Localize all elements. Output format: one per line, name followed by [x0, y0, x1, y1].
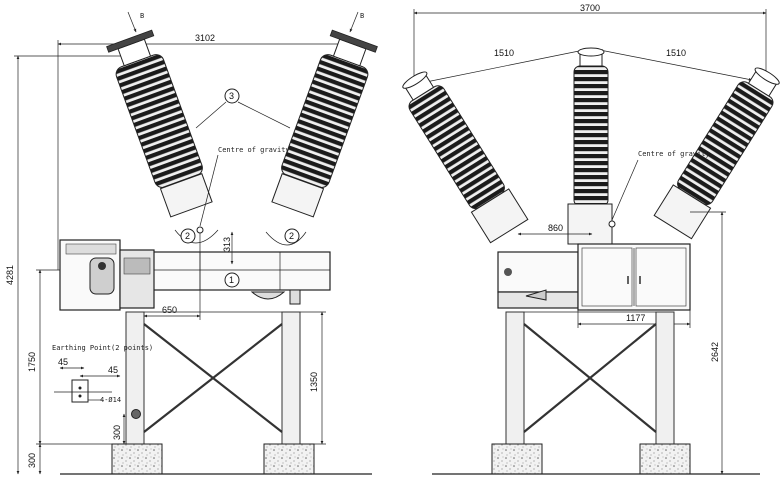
- part-balloon-1: 1: [224, 272, 240, 288]
- part-balloon-2a: 2: [180, 228, 196, 244]
- dim-label-45a: 45: [58, 357, 68, 367]
- drive-unit-left: [250, 289, 301, 305]
- centre-of-gravity-right: Centre of gravity: [608, 150, 710, 228]
- part-label-1: 1: [229, 275, 234, 285]
- bushing-right-left: [402, 71, 529, 244]
- dimension-4281: 4281: [5, 55, 138, 475]
- dim-label-45b: 45: [108, 365, 118, 375]
- right-view: 3700 1510 1510: [402, 3, 780, 475]
- dim-label-1750: 1750: [27, 352, 37, 372]
- dim-label-313: 313: [222, 237, 232, 252]
- dim-label-860: 860: [548, 223, 563, 233]
- tank-right: [497, 251, 579, 309]
- part-label-2b: 2: [289, 231, 294, 241]
- view-label-b-right-top: B: [360, 12, 364, 20]
- view-label-b-left: B: [140, 12, 144, 20]
- foundation-left-2: [263, 443, 315, 475]
- bushing-right-right: [653, 67, 780, 240]
- dim-label-1510-right: 1510: [666, 48, 686, 58]
- view-arrow-b-left: B: [127, 11, 144, 33]
- left-view: B B 3102 4281 1750 300: [5, 11, 378, 475]
- dimension-3700: 3700: [413, 3, 767, 84]
- support-frame-left: [125, 311, 301, 445]
- dim-label-2642: 2642: [710, 342, 720, 362]
- part-label-2a: 2: [185, 231, 190, 241]
- dimension-1510-right: 1510: [599, 48, 753, 81]
- cog-label-left: Centre of gravity: [218, 146, 290, 154]
- part-balloon-3: 3: [195, 88, 291, 129]
- dimension-300-earthing: 300: [112, 413, 126, 445]
- support-frame-right: [505, 311, 675, 445]
- part-balloon-2b: 2: [284, 228, 300, 244]
- dim-label-1177: 1177: [626, 313, 645, 323]
- bushing-left-a: [106, 29, 219, 244]
- control-cabinet-right: [577, 243, 691, 311]
- dim-label-3700: 3700: [580, 3, 600, 13]
- dim-label-1350: 1350: [309, 372, 319, 392]
- dim-label-3102: 3102: [195, 33, 215, 43]
- hole-label: 4-Ø14: [100, 396, 121, 404]
- dim-label-1510-left: 1510: [494, 48, 514, 58]
- tank-left: [119, 251, 331, 291]
- foundation-left-1: [111, 443, 163, 475]
- dim-label-300-base: 300: [27, 453, 37, 468]
- dim-label-650: 650: [162, 305, 177, 315]
- dimension-2642: 2642: [690, 211, 726, 475]
- dimension-300-base: 300: [27, 443, 114, 475]
- foundation-right-2: [639, 443, 691, 475]
- earthing-detail: Earthing Point(2 points) 45 45 4-Ø14: [52, 344, 153, 404]
- earthing-label: Earthing Point(2 points): [52, 344, 153, 352]
- cog-label-right: Centre of gravity: [638, 150, 710, 158]
- dimension-313: 313: [222, 231, 234, 265]
- dimension-1510-left: 1510: [425, 48, 585, 83]
- dim-label-4281: 4281: [5, 265, 15, 285]
- part-label-3: 3: [229, 91, 234, 101]
- view-arrow-b-left-2: B: [349, 11, 364, 33]
- dimension-650: 650: [143, 230, 201, 320]
- centre-of-gravity-left: Centre of gravity: [196, 146, 290, 234]
- dimension-860: 860: [517, 223, 593, 236]
- bushing-left-b: [265, 29, 378, 246]
- foundation-right-1: [491, 443, 543, 475]
- control-cabinet-left: [59, 239, 155, 311]
- dim-label-300-earthing: 300: [112, 425, 122, 440]
- bushing-right-center: [567, 47, 613, 245]
